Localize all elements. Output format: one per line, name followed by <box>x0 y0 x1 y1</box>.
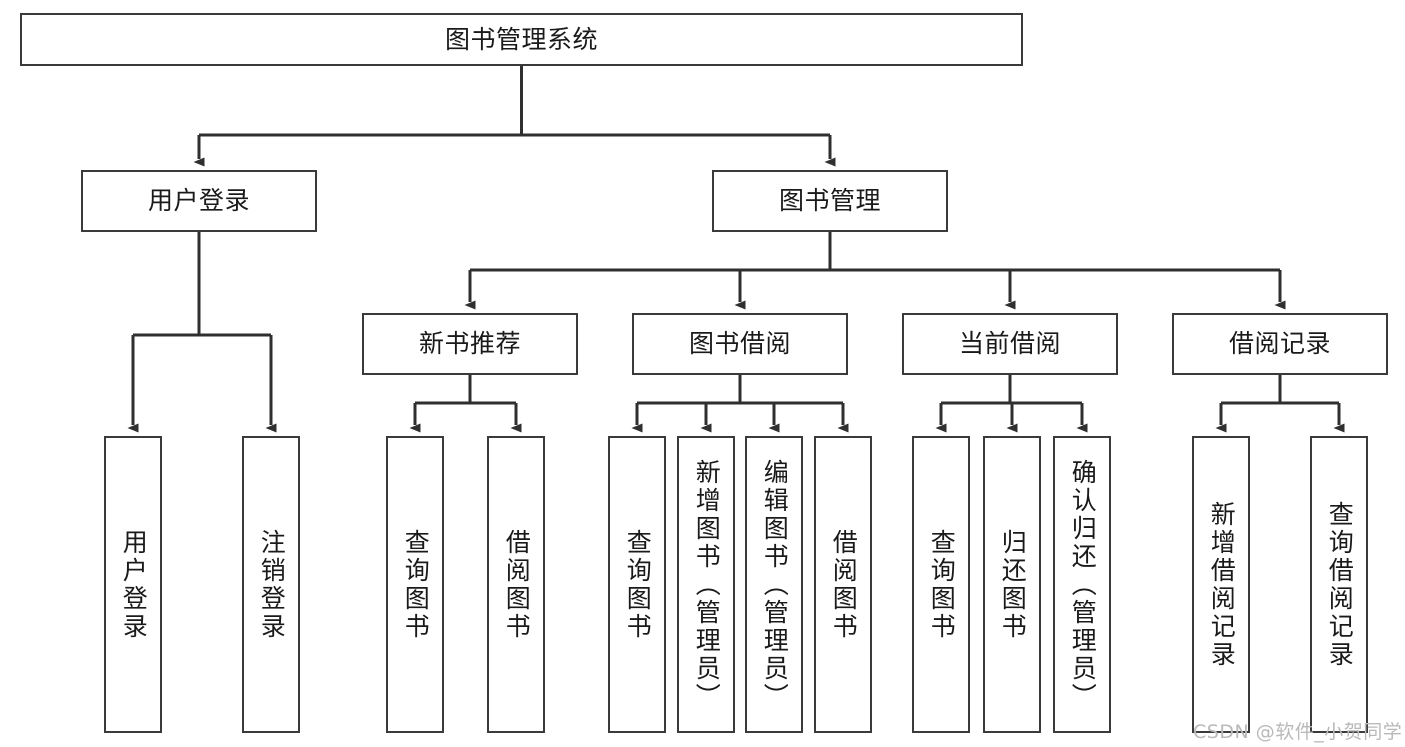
node-f7[interactable]: 编辑图书（管理员） <box>745 436 803 733</box>
node-label: 用户登录 <box>119 528 149 641</box>
node-f3[interactable]: 查询图书 <box>386 436 444 733</box>
node-f6[interactable]: 新增图书（管理员） <box>677 436 735 733</box>
node-label: 借阅图书 <box>502 528 532 641</box>
node-label: 图书管理 <box>778 186 881 216</box>
watermark-label: CSDN @软件_小贺同学 <box>1193 721 1403 743</box>
node-l3d[interactable]: 借阅记录 <box>1172 313 1388 375</box>
node-label: 借阅记录 <box>1228 329 1331 359</box>
node-f4[interactable]: 借阅图书 <box>487 436 545 733</box>
node-l2b[interactable]: 图书管理 <box>712 170 948 232</box>
node-l3c[interactable]: 当前借阅 <box>902 313 1118 375</box>
node-f11[interactable]: 确认归还（管理员） <box>1053 436 1111 733</box>
node-label: 注销登录 <box>257 528 287 641</box>
node-label: 新增借阅记录 <box>1207 500 1237 669</box>
node-label: 图书借阅 <box>688 329 791 359</box>
node-f12[interactable]: 新增借阅记录 <box>1192 436 1250 733</box>
node-label: 查询图书 <box>623 528 653 641</box>
node-f8[interactable]: 借阅图书 <box>814 436 872 733</box>
node-label: 借阅图书 <box>829 528 859 641</box>
node-l3a[interactable]: 新书推荐 <box>362 313 578 375</box>
node-label: 查询借阅记录 <box>1325 500 1355 669</box>
node-f10[interactable]: 归还图书 <box>983 436 1041 733</box>
node-root[interactable]: 图书管理系统 <box>20 13 1023 66</box>
node-label: 图书管理系统 <box>444 24 598 54</box>
node-label: 新增图书（管理员） <box>692 458 722 711</box>
node-f9[interactable]: 查询图书 <box>912 436 970 733</box>
node-f13[interactable]: 查询借阅记录 <box>1310 436 1368 733</box>
node-label: 用户登录 <box>147 186 250 216</box>
node-label: 确认归还（管理员） <box>1068 458 1098 711</box>
node-label: 当前借阅 <box>958 329 1061 359</box>
node-label: 查询图书 <box>401 528 431 641</box>
node-f5[interactable]: 查询图书 <box>608 436 666 733</box>
node-f1[interactable]: 用户登录 <box>104 436 162 733</box>
node-l2a[interactable]: 用户登录 <box>81 170 317 232</box>
node-l3b[interactable]: 图书借阅 <box>632 313 848 375</box>
node-label: 查询图书 <box>927 528 957 641</box>
node-label: 新书推荐 <box>418 329 521 359</box>
node-label: 编辑图书（管理员） <box>760 458 790 711</box>
node-f2[interactable]: 注销登录 <box>242 436 300 733</box>
node-label: 归还图书 <box>998 528 1028 641</box>
